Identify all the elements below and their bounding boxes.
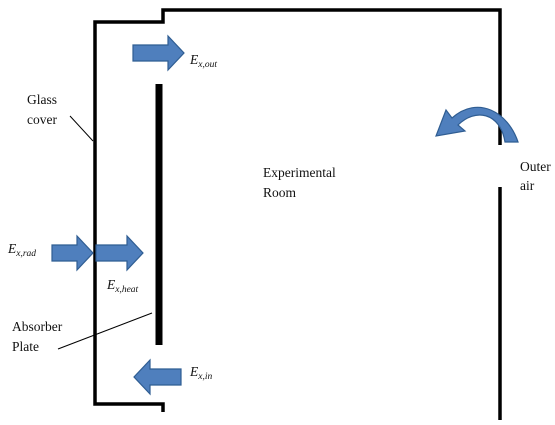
outer-air-curved-arrow bbox=[435, 106, 519, 143]
absorber-plate-leader bbox=[57, 312, 153, 350]
glass-cover-outline bbox=[93, 8, 502, 412]
experimental-room-label: Experimental bbox=[263, 165, 336, 180]
label-ex-out: Ex,out bbox=[189, 52, 217, 70]
glass-cover-label-2: cover bbox=[27, 112, 57, 127]
label-ex-in: Ex,in bbox=[189, 364, 212, 382]
absorber-plate-label: Absorber bbox=[12, 319, 63, 334]
arrow-heat bbox=[95, 234, 144, 272]
outer-air-label-2: air bbox=[520, 178, 535, 193]
glass-cover-label: Glass bbox=[27, 92, 57, 107]
arrow-out bbox=[132, 34, 185, 72]
label-ex-heat: Ex,heat bbox=[106, 277, 139, 295]
label-ex-rad: Ex,rad bbox=[7, 241, 36, 259]
arrow-in bbox=[133, 358, 182, 396]
glass-cover-leader bbox=[69, 115, 94, 142]
absorber-plate-label-2: Plate bbox=[12, 339, 39, 354]
arrow-rad bbox=[51, 234, 94, 272]
experimental-room-label-2: Room bbox=[263, 185, 297, 200]
outer-air-label: Outer bbox=[520, 159, 551, 174]
